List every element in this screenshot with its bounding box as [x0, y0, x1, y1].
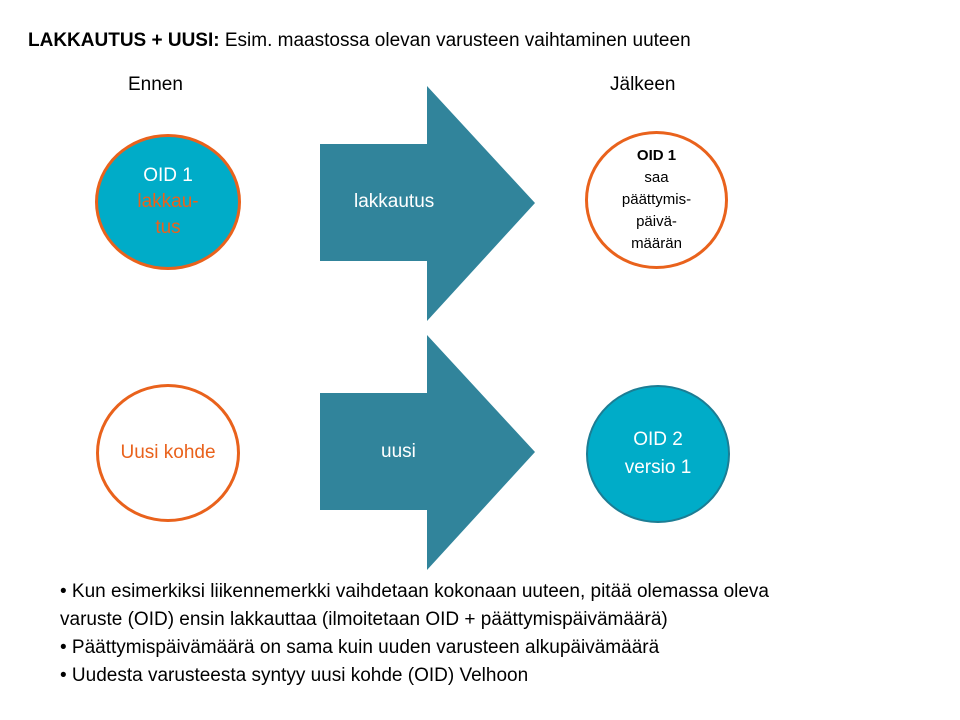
- title-rest: Esim. maastossa olevan varusteen vaihtam…: [219, 30, 691, 51]
- arrow-uusi-shape: [320, 335, 535, 570]
- arrow-uusi: uusi: [320, 335, 535, 570]
- circle-new-object-label: Uusi kohde: [120, 442, 216, 463]
- circle-oid2-after-line2: versio 1: [624, 457, 692, 478]
- circle-oid1-after-line4: päivä-: [636, 213, 677, 230]
- circle-oid1-before-line3: tus: [155, 217, 181, 238]
- slide-title: LAKKAUTUS + UUSI: Esim. maastossa olevan…: [28, 30, 691, 52]
- circle-oid1-before-line1: OID 1: [143, 165, 193, 186]
- title-bold: LAKKAUTUS + UUSI:: [28, 30, 220, 51]
- bullet-list: • Kun esimerkiksi liikennemerkki vaihdet…: [60, 578, 940, 690]
- column-label-before: Ennen: [128, 74, 183, 95]
- circle-oid1-after-line5: määrän: [631, 235, 682, 252]
- arrow-lakkautus-label: lakkautus: [354, 191, 435, 212]
- arrow-lakkautus-shape: [320, 86, 535, 321]
- circle-oid1-after-line2: saa: [644, 169, 669, 186]
- arrow-lakkautus: lakkautus: [320, 86, 535, 321]
- arrow-uusi-label: uusi: [381, 441, 416, 462]
- circle-oid2-after: OID 2 versio 1: [586, 385, 730, 523]
- circle-oid1-after-line1: OID 1: [636, 147, 677, 164]
- bullet-item: • Uudesta varusteesta syntyy uusi kohde …: [60, 665, 529, 686]
- circle-oid2-after-line1: OID 2: [633, 429, 683, 450]
- bullet-item: • Päättymispäivämäärä on sama kuin uuden…: [60, 637, 660, 658]
- column-label-after: Jälkeen: [610, 74, 676, 95]
- bullet-item: • Kun esimerkiksi liikennemerkki vaihdet…: [60, 581, 769, 602]
- bullet-item-continuation: varuste (OID) ensin lakkauttaa (ilmoitet…: [60, 609, 668, 630]
- circle-oid1-after-line3: päättymis-: [621, 191, 692, 208]
- circle-oid1-before: OID 1 lakkau- tus: [95, 134, 241, 270]
- circle-new-object-before: Uusi kohde: [96, 384, 240, 522]
- circle-oid1-before-line2: lakkau-: [137, 191, 199, 212]
- circle-oid1-after: OID 1 saa päättymis- päivä- määrän: [585, 131, 728, 269]
